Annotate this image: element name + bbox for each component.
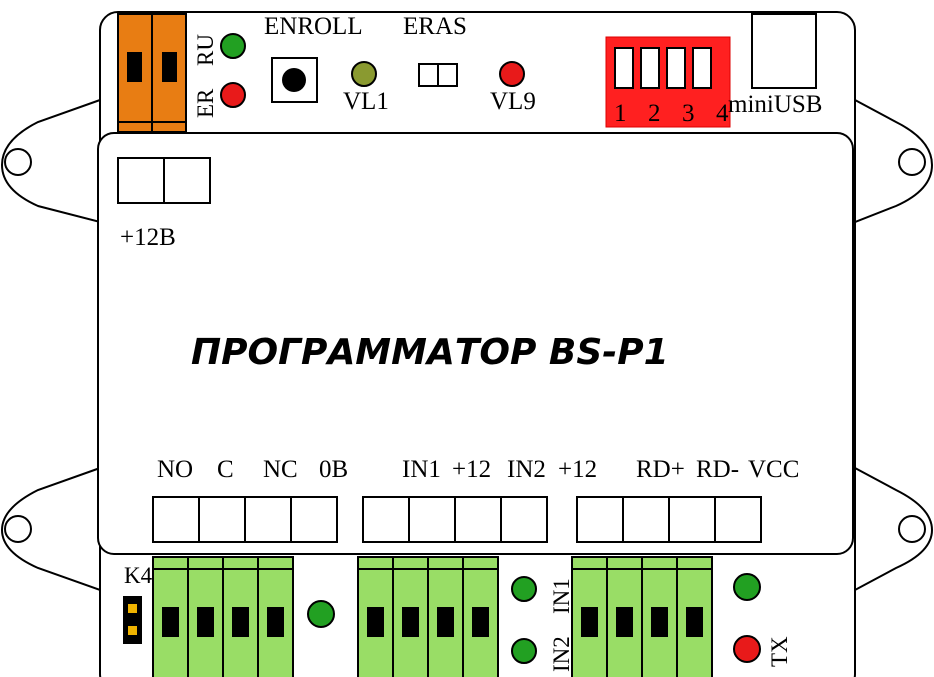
green-terminal-block-3 bbox=[571, 556, 713, 677]
terminal-label-no: NO bbox=[157, 456, 193, 483]
dip-label-2: 2 bbox=[648, 100, 661, 127]
enroll-button[interactable] bbox=[282, 68, 306, 92]
left-mount-ear-bottom bbox=[0, 466, 101, 592]
enroll-label: ENROLL bbox=[264, 13, 363, 40]
terminal-label-in2: IN2 bbox=[507, 456, 546, 483]
dip-switch-2[interactable] bbox=[640, 47, 660, 89]
er-label: ER bbox=[193, 88, 218, 118]
vl9-led bbox=[499, 61, 525, 87]
right-bottom-mount-hole bbox=[898, 515, 926, 543]
terminal-label-plus12-b: +12 bbox=[558, 456, 597, 483]
terminal-boxes-group3 bbox=[576, 496, 762, 543]
ru-led bbox=[220, 33, 246, 59]
green-terminal-block-1 bbox=[152, 556, 294, 677]
power-connector bbox=[117, 157, 211, 204]
orange-terminal-block bbox=[117, 13, 187, 133]
vl1-label: VL1 bbox=[343, 88, 389, 115]
terminal-label-0b: 0B bbox=[319, 456, 348, 483]
vl9-label: VL9 bbox=[490, 88, 536, 115]
terminal-label-vcc: VCC bbox=[748, 456, 799, 483]
dip-switch-4[interactable] bbox=[692, 47, 712, 89]
dip-switch-1[interactable] bbox=[614, 47, 634, 89]
terminal-label-rd-minus: RD- bbox=[696, 456, 739, 483]
in1-led bbox=[511, 576, 537, 602]
tx-label: TX bbox=[767, 636, 792, 667]
eras-jumper[interactable] bbox=[418, 63, 458, 87]
main-board bbox=[97, 132, 854, 555]
rx-led bbox=[733, 573, 761, 601]
left-mount-ear bbox=[0, 98, 101, 224]
left-top-mount-hole bbox=[4, 148, 32, 176]
tx-led bbox=[733, 635, 761, 663]
dip-label-4: 4 bbox=[716, 100, 729, 127]
terminal-boxes-group1 bbox=[152, 496, 338, 543]
device-title: ПРОГРАММАТОР BS-P1 bbox=[191, 332, 669, 373]
power-label: +12B bbox=[120, 224, 176, 251]
in1-label: IN1 bbox=[549, 578, 574, 614]
eras-label: ERAS bbox=[403, 13, 467, 40]
green-terminal-block-2 bbox=[357, 556, 499, 677]
right-mount-ear bbox=[854, 98, 934, 224]
er-led bbox=[220, 82, 246, 108]
dip-label-3: 3 bbox=[682, 100, 695, 127]
miniusb-label: miniUSB bbox=[728, 91, 822, 118]
in2-label: IN2 bbox=[549, 636, 574, 672]
dip-label-1: 1 bbox=[614, 100, 627, 127]
relay-led bbox=[307, 600, 335, 628]
terminal-label-rd-plus: RD+ bbox=[636, 456, 685, 483]
terminal-label-nc: NC bbox=[263, 456, 298, 483]
ru-label: RU bbox=[193, 34, 218, 66]
in2-led bbox=[511, 638, 537, 664]
dip-switch[interactable] bbox=[605, 36, 731, 128]
terminal-boxes-group2 bbox=[362, 496, 548, 543]
right-mount-ear-bottom bbox=[854, 466, 934, 592]
terminal-label-in1: IN1 bbox=[402, 456, 441, 483]
k4-label: K4 bbox=[124, 563, 153, 588]
right-top-mount-hole bbox=[898, 148, 926, 176]
left-bottom-mount-hole bbox=[4, 515, 32, 543]
terminal-label-c: C bbox=[217, 456, 234, 483]
k4-jumper[interactable] bbox=[123, 596, 142, 644]
dip-switch-3[interactable] bbox=[666, 47, 686, 89]
vl1-led bbox=[351, 61, 377, 87]
miniusb-port[interactable] bbox=[751, 13, 817, 89]
terminal-label-plus12-a: +12 bbox=[452, 456, 491, 483]
